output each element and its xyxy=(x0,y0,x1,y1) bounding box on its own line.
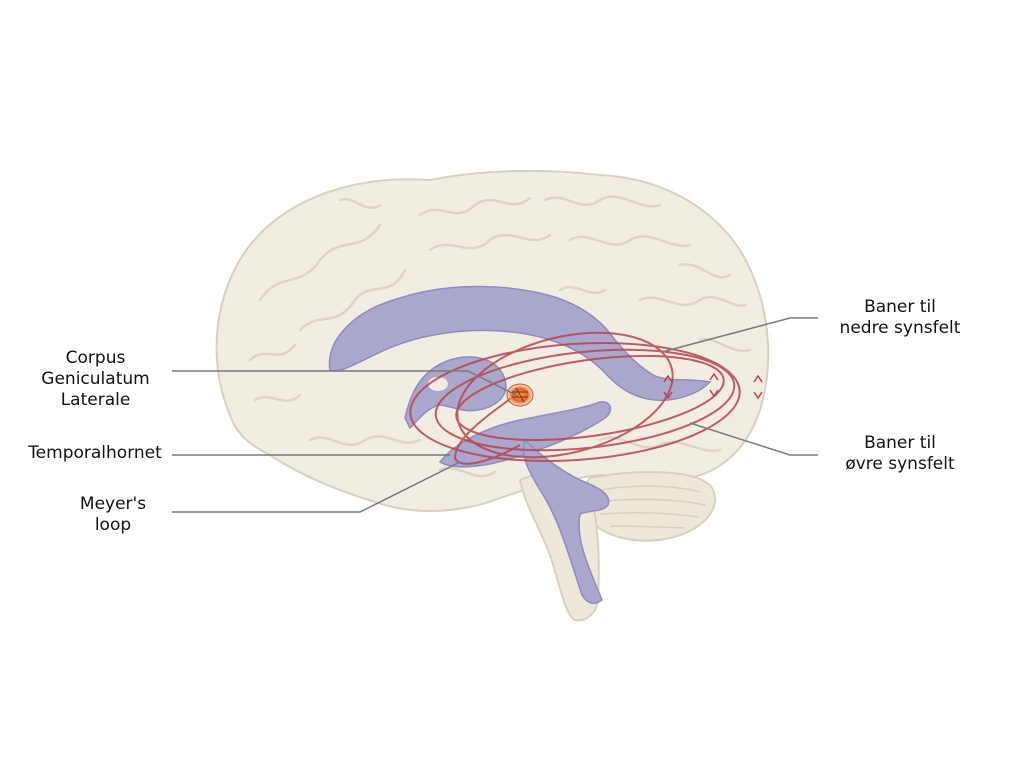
leader-upper xyxy=(689,422,818,456)
leader-lower xyxy=(661,317,818,353)
lgn-layers xyxy=(512,387,528,403)
leader-corpus xyxy=(172,370,519,397)
gyri-texture xyxy=(248,195,752,478)
optic-radiation xyxy=(409,331,741,465)
fourth-ventricle xyxy=(522,438,610,605)
lateral-ventricle xyxy=(328,285,712,402)
label-corpus-line2: Geniculatum xyxy=(41,369,150,389)
label-meyer-line1: Meyer's xyxy=(79,494,147,514)
radiation-arrowheads xyxy=(663,372,763,400)
label-lower-line2: nedre synsfelt xyxy=(839,318,961,338)
label-temporalhornet: Temporalhornet xyxy=(20,443,170,464)
label-corpus-line3: Laterale xyxy=(60,390,131,410)
label-upper-line1: Baner til xyxy=(864,433,936,453)
leader-meyer xyxy=(172,461,461,513)
label-lower-line1: Baner til xyxy=(864,297,936,317)
label-meyers-loop: Meyer's loop xyxy=(68,494,158,536)
label-baner-nedre-synsfelt: Baner til nedre synsfelt xyxy=(830,297,970,339)
cerebrum xyxy=(215,169,770,512)
label-baner-ovre-synsfelt: Baner til øvre synsfelt xyxy=(830,433,970,475)
cerebellum-folia xyxy=(597,485,706,529)
label-temporal-text: Temporalhornet xyxy=(28,443,162,463)
label-upper-line2: øvre synsfelt xyxy=(845,454,955,474)
label-corpus-line1: Corpus xyxy=(65,348,126,368)
leader-lines xyxy=(172,317,818,513)
label-corpus-geniculatum-laterale: Corpus Geniculatum Laterale xyxy=(38,348,153,411)
label-meyer-line2: loop xyxy=(94,515,132,535)
temporal-horn-shape xyxy=(438,401,612,468)
